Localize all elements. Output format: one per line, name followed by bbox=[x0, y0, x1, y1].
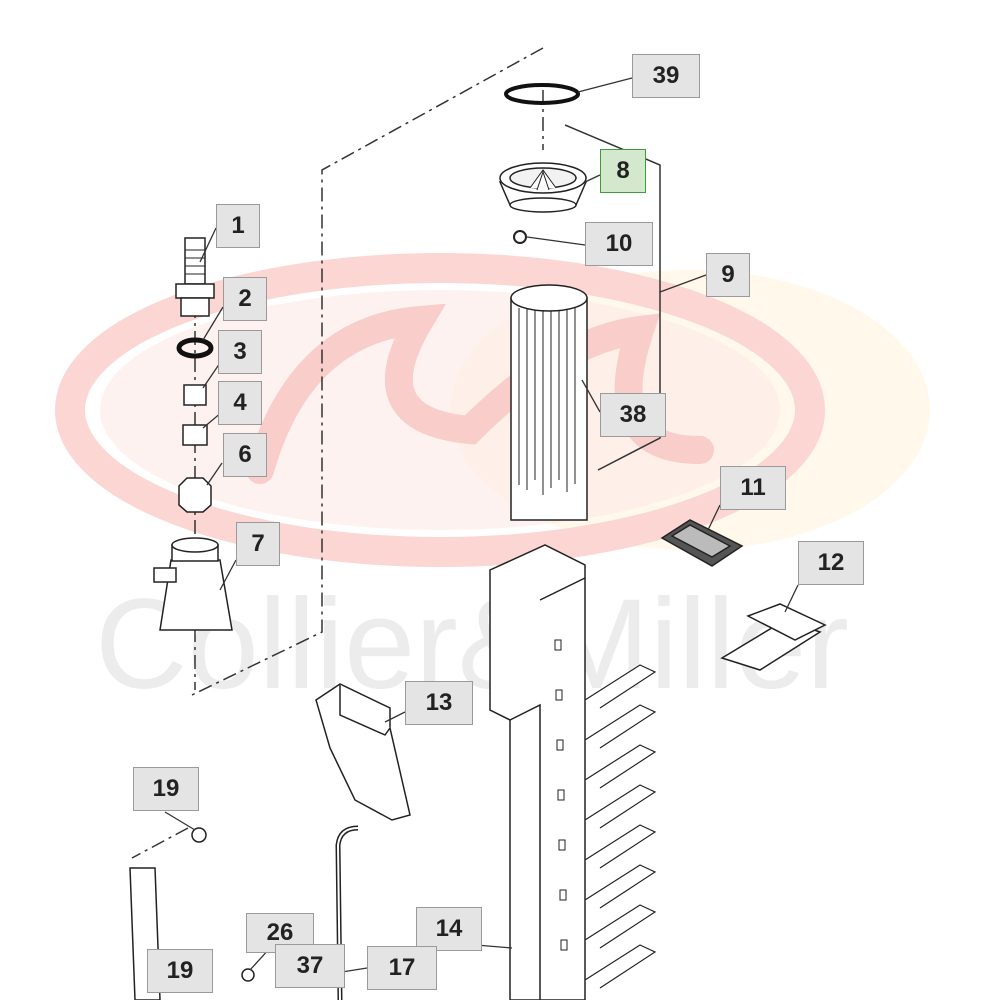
part-37-label[interactable]: 37 bbox=[275, 944, 345, 988]
main-frame-drawing bbox=[489, 544, 657, 1000]
part-7-label[interactable]: 7 bbox=[236, 522, 280, 566]
part-2-label[interactable]: 2 bbox=[223, 277, 267, 321]
seed-tube-drawing bbox=[510, 284, 588, 521]
screen-drawing bbox=[660, 519, 744, 567]
part-19-label-top[interactable]: 19 bbox=[133, 767, 199, 811]
fittings-stack-drawing bbox=[153, 237, 233, 631]
part-1-label[interactable]: 1 bbox=[216, 204, 260, 248]
part-12-label[interactable]: 12 bbox=[798, 541, 864, 585]
part-11-label[interactable]: 11 bbox=[720, 466, 786, 510]
watermark-logo-ring bbox=[55, 253, 825, 567]
small-nut-drawing bbox=[513, 230, 527, 244]
chute-shield-drawing bbox=[315, 683, 411, 821]
part-19-label-bottom[interactable]: 19 bbox=[147, 949, 213, 993]
part-9-label[interactable]: 9 bbox=[706, 253, 750, 297]
bracket-plate-drawing bbox=[720, 603, 827, 671]
part-13-label[interactable]: 13 bbox=[405, 681, 473, 725]
hopper-cap-drawing bbox=[498, 162, 588, 213]
part-17-label[interactable]: 17 bbox=[367, 946, 437, 990]
part-39-label[interactable]: 39 bbox=[632, 54, 700, 98]
part-38-label[interactable]: 38 bbox=[600, 393, 666, 437]
part-14-label[interactable]: 14 bbox=[416, 907, 482, 951]
part-4-label[interactable]: 4 bbox=[218, 381, 262, 425]
watermark-logo-swoosh bbox=[246, 303, 714, 484]
o-ring-drawing bbox=[504, 83, 580, 105]
part-3-label[interactable]: 3 bbox=[218, 330, 262, 374]
part-8-label[interactable]: 8 bbox=[600, 149, 646, 193]
assembly-centerlines bbox=[131, 47, 544, 859]
part-6-label[interactable]: 6 bbox=[223, 433, 267, 477]
tube-assembly-bracket bbox=[564, 124, 661, 471]
part-10-label[interactable]: 10 bbox=[585, 222, 653, 266]
